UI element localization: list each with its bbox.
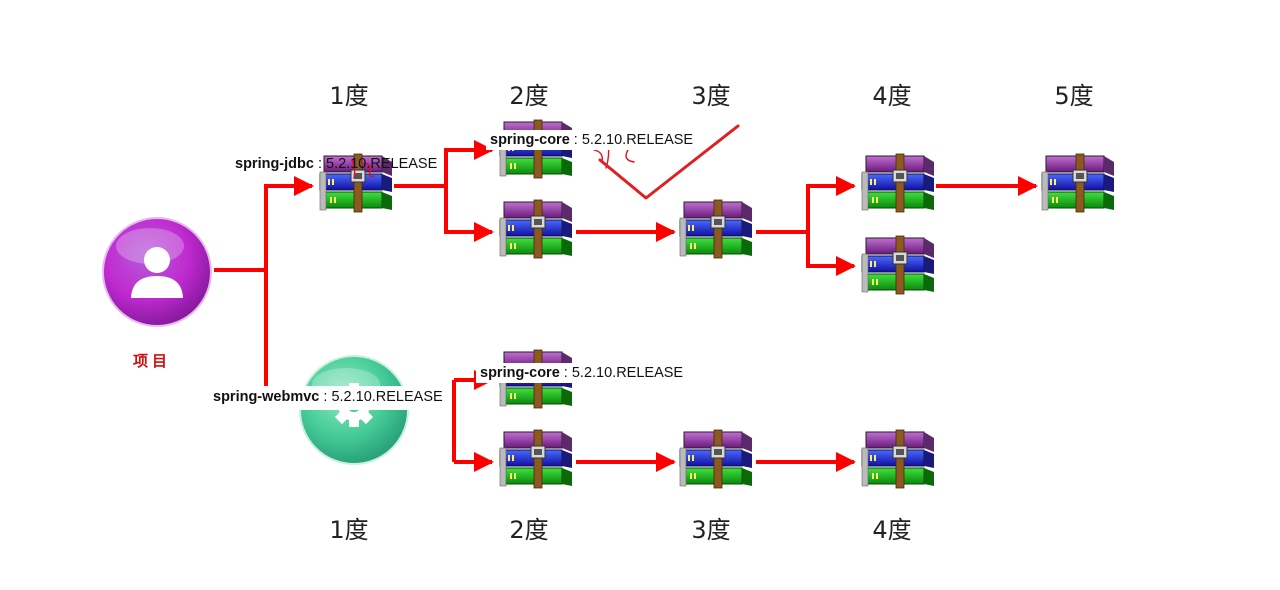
dependency-label-core-bottom: spring-core : 5.2.10.RELEASE (476, 363, 688, 383)
degree-header-bottom-3: 3度 (691, 516, 731, 544)
dependency-label-webmvc: spring-webmvc : 5.2.10.RELEASE (209, 386, 449, 410)
dependency-name-webmvc: spring-webmvc (213, 389, 320, 405)
user-icon (102, 217, 212, 327)
dependency-name-core-top: spring-core (490, 132, 570, 148)
dependency-version-webmvc: : 5.2.10.RELEASE (319, 389, 443, 405)
dependency-version-core-top: : 5.2.10.RELEASE (569, 132, 694, 148)
jar-icon-dep3-bottom (679, 429, 753, 489)
dependency-name-jdbc: spring-jdbc (235, 156, 314, 172)
dependency-name-core-bottom: spring-core (480, 365, 560, 381)
jar-icon-dep4b-top (861, 235, 935, 295)
degree-header-top-1: 1度 (329, 82, 369, 110)
gear-icon (299, 355, 409, 465)
dependency-version-core-bottom: : 5.2.10.RELEASE (559, 365, 684, 381)
connector-to-core-top (444, 140, 494, 186)
connector-lines (214, 140, 1038, 472)
scribble-jdbc (351, 159, 356, 179)
connector-to-jdbc (264, 176, 314, 270)
jar-icon-dep4-bottom (861, 429, 935, 489)
checkmark-annotation (598, 124, 740, 200)
connector-to-dep4b-top (806, 232, 856, 276)
degree-header-bottom-1: 1度 (329, 516, 369, 544)
jar-icon-dep4a-top (861, 153, 935, 213)
connector-to-dep4a-top (806, 176, 856, 232)
degree-header-top-2: 2度 (509, 82, 549, 110)
degree-header-top-3: 3度 (691, 82, 731, 110)
jar-icon-dep5-top (1041, 153, 1115, 213)
dependency-label-jdbc: spring-jdbc : 5.2.10.RELEASE (231, 154, 441, 174)
jar-icon-dep2-bottom (499, 429, 573, 489)
jar-icon-dep2-top (499, 199, 573, 259)
degree-header-bottom-2: 2度 (509, 516, 549, 544)
degree-header-top-4: 4度 (872, 82, 912, 110)
degree-header-bottom-4: 4度 (872, 516, 912, 544)
jar-icon-dep3-top (679, 199, 753, 259)
project-label: 项目 (132, 352, 171, 370)
dependency-label-core-top: spring-core : 5.2.10.RELEASE (486, 130, 698, 150)
scribble-jdbc-2 (361, 162, 375, 178)
connector-to-dep2-top (444, 186, 494, 242)
dependency-version-jdbc: : 5.2.10.RELEASE (313, 156, 438, 172)
degree-header-top-5: 5度 (1054, 82, 1094, 110)
